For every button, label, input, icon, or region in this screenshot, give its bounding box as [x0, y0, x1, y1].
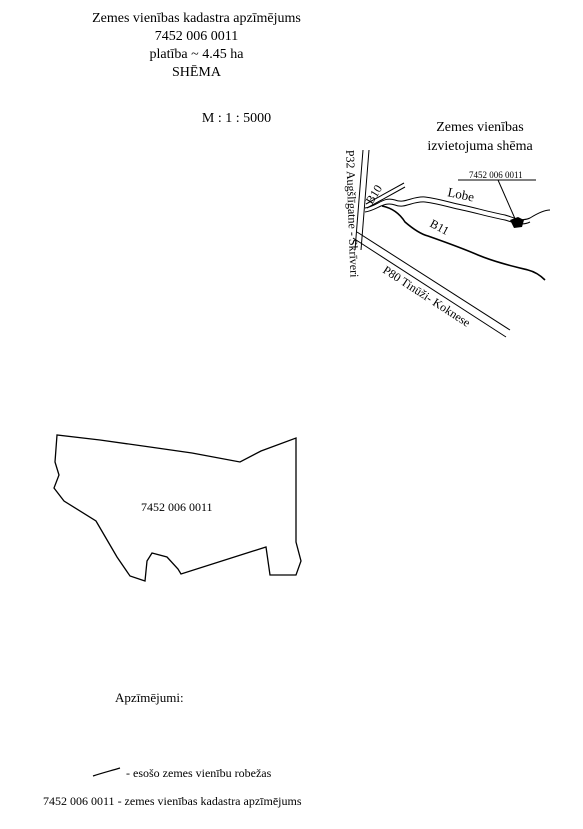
legend-cadastre-row: 7452 006 0011 - zemes vienības kadastra …	[43, 794, 302, 809]
label-b11: B11	[428, 216, 452, 238]
road-p32	[354, 149, 370, 251]
legend-title: Apzīmējumi:	[115, 690, 184, 705]
legend-cadastre-example: 7452 006 0011	[43, 794, 115, 808]
legend-cadastre-desc: - zemes vienības kadastra apzīmējums	[117, 794, 302, 808]
legend-boundary-sample	[92, 767, 121, 777]
parcel-label: 7452 006 0011	[141, 500, 213, 514]
map-title: Zemes vienības kadastra apzīmējums	[92, 11, 301, 26]
parcel-outline	[53, 434, 302, 582]
parcel-marker	[510, 217, 524, 228]
road-b10	[365, 182, 406, 209]
location-leader	[458, 179, 536, 222]
location-title-line1: Zemes vienības	[436, 120, 524, 135]
road-p80	[352, 231, 511, 338]
label-road-p32: P32 Augšlīgatne - Skrīveri	[343, 150, 361, 279]
area-text: platība ~ 4.45 ha	[149, 47, 244, 62]
river-lobe	[364, 196, 551, 225]
label-river-lobe: Lobe	[446, 184, 475, 204]
label-road-p80: P80 Tinūži- Koknese	[380, 263, 473, 330]
location-scheme-title: Zemes vienības izvietojuma shēma	[380, 118, 580, 156]
cadastre-number: 7452 006 0011	[154, 29, 239, 44]
doc-type: SHĒMA	[171, 65, 221, 80]
road-b11	[381, 205, 546, 281]
map-header: Zemes vienības kadastra apzīmējums 7452 …	[0, 10, 393, 82]
legend-boundary-desc: - esošo zemes vienību robežas	[126, 766, 272, 780]
map-scale: M : 1 : 5000	[201, 111, 272, 126]
location-title-line2: izvietojuma shēma	[427, 139, 533, 154]
label-parcel-location: 7452 006 0011	[469, 170, 523, 180]
